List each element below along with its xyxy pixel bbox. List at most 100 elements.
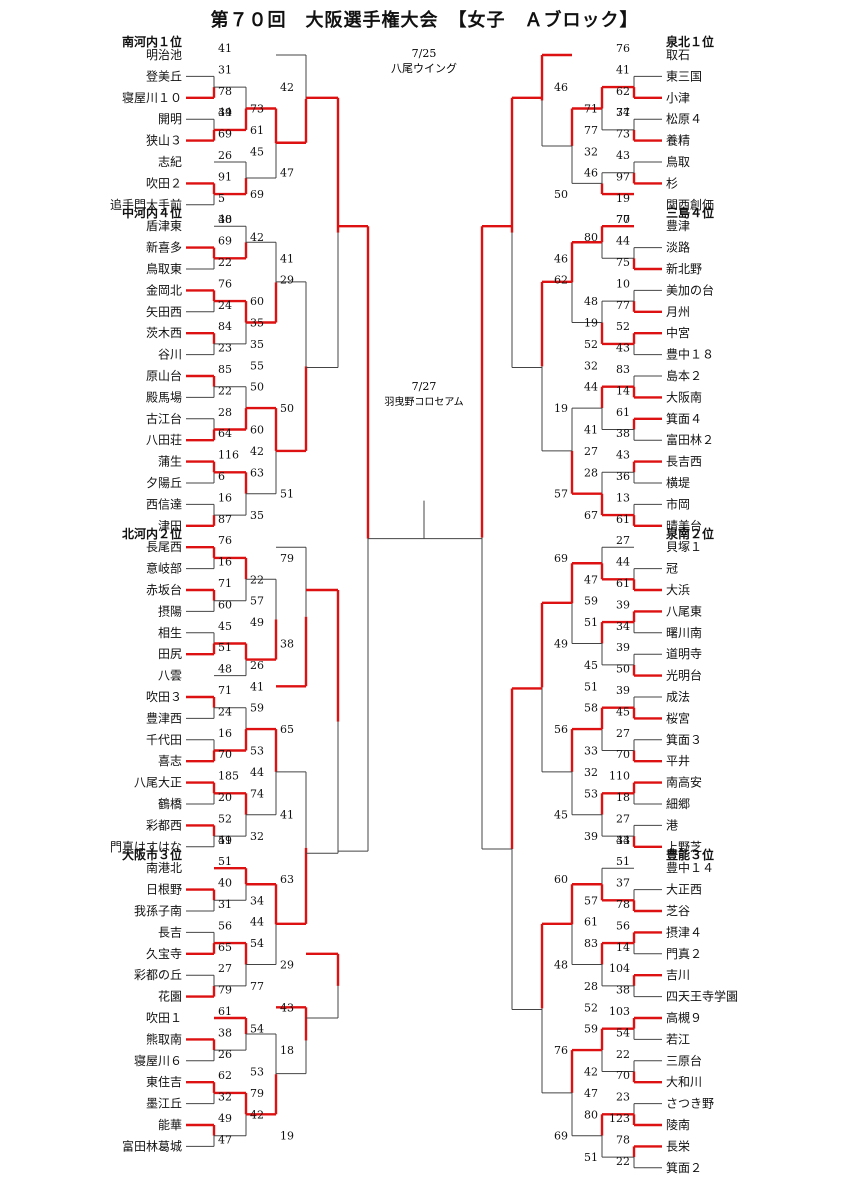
score-label: 39: [616, 641, 630, 654]
score-label: 42: [250, 231, 264, 244]
team-name: 摂津４: [666, 924, 702, 939]
team-name: 南高安: [666, 775, 702, 790]
team-name: 杉: [666, 176, 678, 190]
team-name: 大正西: [666, 883, 702, 897]
score-label: 61: [218, 1005, 232, 1018]
score-label: 59: [584, 595, 598, 608]
score-label: 41: [218, 42, 232, 55]
team-name: 盾津東: [146, 219, 182, 233]
score-label: 38: [616, 984, 630, 997]
score-label: 57: [584, 894, 598, 907]
score-label: 35: [250, 338, 264, 351]
page-title: 第７０回 大阪選手権大会 【女子 Ａブロック】: [210, 10, 639, 31]
team-name: 花園: [158, 989, 182, 1004]
score-label: 35: [250, 317, 264, 330]
team-name: 光明台: [666, 668, 702, 683]
score-label: 53: [250, 745, 264, 758]
score-label: 34: [616, 620, 630, 633]
score-label: 48: [554, 959, 568, 972]
score-label: 26: [250, 659, 264, 672]
team-name: 寝屋川６: [134, 1053, 182, 1068]
team-name: 美加の台: [666, 282, 714, 297]
team-name: 茨木西: [146, 326, 182, 340]
team-name: 谷川: [158, 348, 182, 362]
score-label: 54: [616, 1026, 630, 1039]
team-name: 高槻９: [666, 1010, 702, 1025]
score-label: 45: [250, 145, 264, 158]
team-name: 成法: [666, 690, 690, 704]
team-name: 豊中１８: [666, 347, 714, 362]
score-label: 39: [616, 598, 630, 611]
score-label: 47: [584, 573, 598, 586]
team-name: 明治池: [146, 48, 182, 62]
team-name: 大阪南: [666, 389, 702, 404]
team-name: 開明: [158, 112, 182, 126]
team-name: 松原４: [666, 112, 702, 126]
score-label: 26: [218, 149, 232, 162]
score-label: 71: [218, 577, 232, 590]
score-label: 10: [616, 277, 630, 290]
score-label: 70: [616, 213, 630, 226]
score-label: 19: [584, 317, 598, 330]
team-name: 東住吉: [146, 1075, 182, 1089]
score-label: 69: [218, 128, 232, 141]
team-name: 寝屋川１０: [122, 90, 182, 105]
team-name: 田尻: [158, 647, 182, 661]
score-label: 76: [218, 277, 232, 290]
score-label: 43: [616, 834, 630, 847]
score-label: 79: [218, 984, 232, 997]
team-name: 平井: [666, 754, 690, 768]
score-label: 5: [218, 192, 225, 205]
score-label: 22: [218, 256, 232, 269]
team-name: 久宝寺: [146, 947, 182, 961]
team-name: 市岡: [666, 496, 690, 511]
team-name: 日根野: [146, 883, 182, 897]
score-label: 47: [280, 167, 294, 180]
team-name: 陵南: [666, 1117, 690, 1132]
score-label: 76: [616, 42, 630, 55]
score-label: 42: [250, 1108, 264, 1121]
team-name: 大和川: [666, 1075, 702, 1089]
team-name: 能華: [158, 1118, 182, 1132]
team-name: 養精: [666, 133, 690, 148]
team-name: 長吉: [158, 925, 182, 939]
score-label: 79: [250, 1087, 264, 1100]
team-name: 島本２: [666, 368, 702, 383]
score-label: 51: [584, 616, 598, 629]
score-label: 41: [616, 63, 630, 76]
score-label: 13: [616, 491, 630, 504]
score-label: 104: [609, 962, 630, 975]
score-label: 74: [616, 106, 630, 119]
team-name: 我孫子南: [134, 903, 182, 918]
venue-2-date: 7/27: [412, 380, 437, 393]
score-label: 26: [218, 1048, 232, 1061]
score-label: 44: [616, 235, 630, 248]
team-name: 鶴橋: [158, 796, 182, 811]
score-label: 73: [616, 128, 630, 141]
score-label: 29: [280, 274, 294, 287]
score-label: 49: [218, 1112, 232, 1125]
team-name: 長吉西: [666, 455, 702, 469]
score-label: 70: [616, 1069, 630, 1082]
score-label: 41: [250, 680, 264, 693]
team-name: 八田荘: [146, 433, 182, 447]
team-name: 中宮: [666, 325, 690, 340]
score-label: 80: [584, 1108, 598, 1121]
team-name: 貝塚１: [666, 540, 702, 554]
score-label: 56: [218, 919, 232, 932]
team-name: 富田林葛城: [122, 1138, 182, 1153]
score-label: 52: [584, 338, 598, 351]
score-label: 87: [218, 513, 232, 526]
score-label: 78: [616, 1133, 630, 1146]
score-label: 79: [280, 552, 294, 565]
score-label: 38: [280, 638, 294, 651]
seed-label: 三島４位: [666, 205, 714, 220]
score-label: 110: [609, 770, 630, 783]
team-name: 上野芝: [666, 839, 702, 854]
score-label: 78: [616, 898, 630, 911]
team-name: 芝谷: [666, 903, 690, 918]
team-name: 吉川: [666, 968, 690, 982]
venue-2-name: 羽曳野コロセアム: [384, 396, 463, 408]
team-name: 豊津西: [146, 711, 182, 725]
score-label: 54: [250, 1023, 264, 1036]
